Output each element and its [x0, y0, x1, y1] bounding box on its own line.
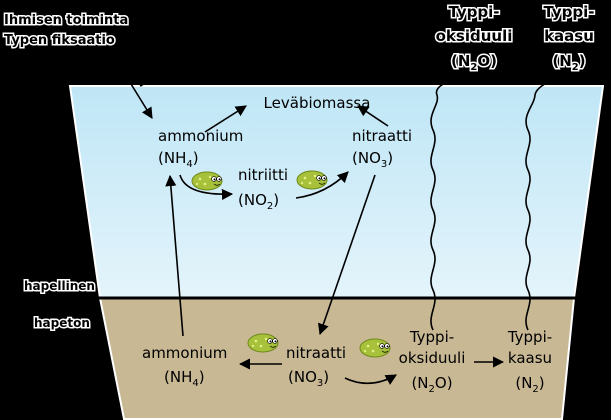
svg-text:oksiduuli: oksiduuli: [399, 349, 466, 367]
svg-text:(NH4): (NH4): [164, 368, 205, 389]
nitrate-to-nitrous-oxide-arrow: [344, 374, 397, 385]
svg-text:kaasu: kaasu: [544, 27, 594, 45]
nitrous-oxide-top-label: Typpi- oksiduuli (N2O): [434, 2, 514, 75]
svg-text:(N2): (N2): [515, 374, 544, 395]
svg-text:(N2O): (N2O): [451, 52, 497, 73]
sediment-ammonium-label: ammonium (NH4): [142, 344, 227, 389]
water-ammonium-label: ammonium (NH4): [158, 127, 243, 170]
water-layer: [68, 85, 605, 299]
svg-text:Typpi-: Typpi-: [543, 3, 594, 21]
svg-text:Typpi-: Typpi-: [409, 328, 454, 346]
svg-text:Typpi-: Typpi-: [448, 3, 499, 21]
svg-text:(NH4): (NH4): [158, 149, 199, 170]
anoxic-layer-label: hapeton: [34, 316, 90, 330]
algal-biomass-label: Leväbiomassa: [264, 94, 371, 112]
svg-text:(NO3): (NO3): [288, 368, 329, 389]
water-nitrite-label: nitriitti (NO2): [238, 166, 288, 212]
nitrogen-fixation-label: Typen fiksaatio: [4, 33, 115, 48]
bacteria-icon: [359, 338, 391, 358]
nitrous-oxide-release-line: [430, 72, 472, 331]
svg-text:(NO3): (NO3): [352, 149, 393, 170]
svg-text:nitriitti: nitriitti: [238, 166, 288, 184]
nitrite-to-nitrate-arrow: [295, 171, 349, 199]
ammonium-to-biomass-arrow: [204, 105, 247, 133]
bacteria-icon: [191, 171, 223, 191]
bacteria-icon: [247, 333, 279, 353]
svg-text:ammonium: ammonium: [142, 344, 227, 362]
svg-text:oksiduuli: oksiduuli: [436, 27, 513, 45]
water-nitrate-label: nitraatti (NO3): [352, 127, 412, 170]
svg-text:(NO2): (NO2): [238, 191, 279, 212]
svg-text:nitraatti: nitraatti: [286, 344, 346, 362]
svg-text:ammonium: ammonium: [158, 127, 243, 145]
svg-text:(N2): (N2): [552, 52, 585, 73]
fixation-line: [118, 51, 144, 87]
svg-text:kaasu: kaasu: [508, 349, 552, 367]
sediment-nitrogen-gas-label: Typpi- kaasu (N2): [507, 328, 552, 395]
sediment-nitrous-oxide-label: Typpi- oksiduuli (N2O): [399, 328, 466, 395]
oxic-layer-label: hapellinen: [24, 279, 95, 293]
svg-text:Typpi-: Typpi-: [507, 328, 552, 346]
fixation-arrow: [130, 83, 153, 119]
sediment-ammonium-up-arrow: [165, 174, 184, 337]
nitrogen-gas-top-label: Typpi- kaasu (N2): [542, 2, 596, 75]
human-activity-label: Ihmisen toiminta: [4, 13, 128, 28]
bacteria-icon: [296, 170, 328, 190]
svg-text:nitraatti: nitraatti: [352, 127, 412, 145]
ammonium-to-nitrite-arrow: [179, 174, 234, 201]
sediment-nitrate-label: nitraatti (NO3): [286, 344, 346, 389]
nitrogen-gas-release-line: [525, 72, 568, 331]
svg-text:(N2O): (N2O): [411, 374, 452, 395]
nitrate-to-biomass-arrow: [357, 105, 389, 127]
nitrate-down-arrow: [318, 174, 376, 336]
